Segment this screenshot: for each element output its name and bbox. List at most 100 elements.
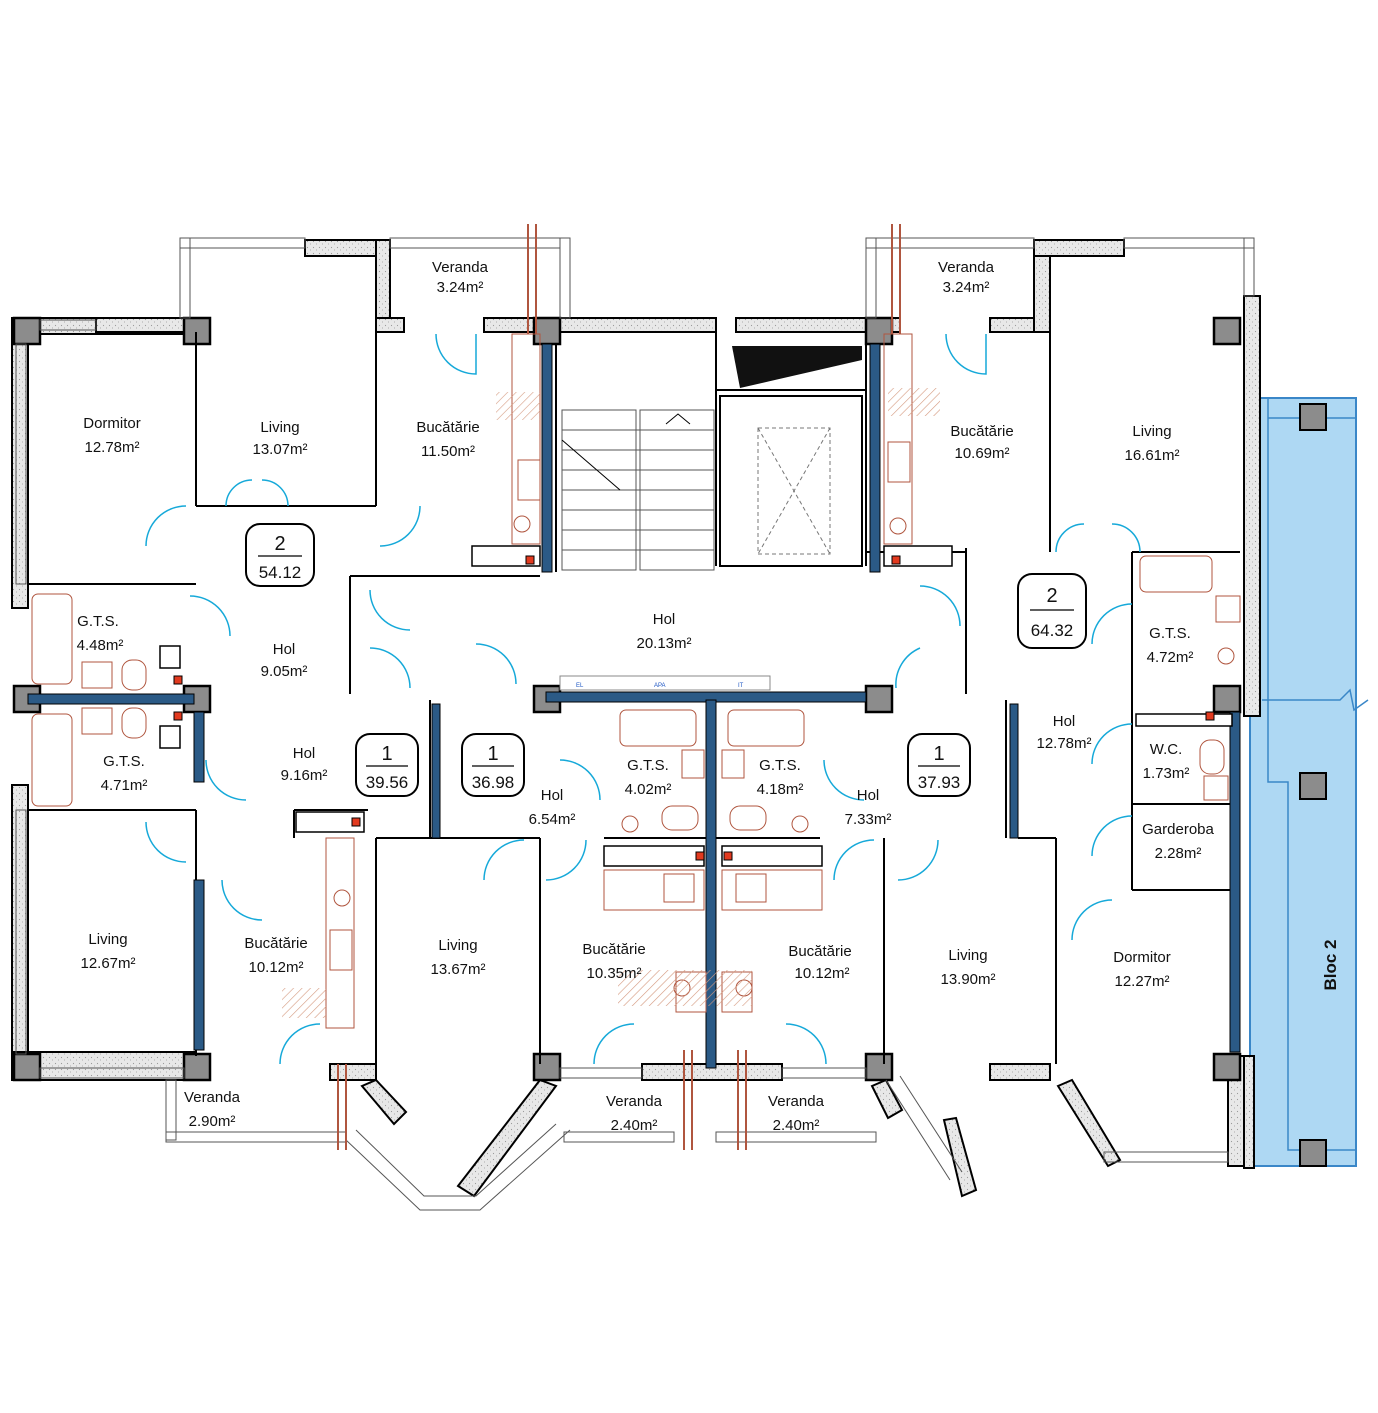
svg-text:7.33m²: 7.33m²	[845, 811, 892, 828]
bathtub	[31, 593, 73, 685]
svg-text:Dormitor: Dormitor	[83, 415, 141, 432]
svg-text:4.71m²: 4.71m²	[101, 777, 148, 794]
interior-walls	[28, 332, 1240, 1064]
insulation-walls	[27, 343, 1241, 1069]
wall	[95, 317, 197, 333]
svg-text:64.32: 64.32	[1031, 621, 1074, 640]
columns	[12, 316, 1242, 1082]
svg-text:10.35m²: 10.35m²	[586, 965, 641, 982]
svg-text:3.24m²: 3.24m²	[943, 279, 990, 296]
column	[1212, 1052, 1242, 1082]
fixtures	[31, 333, 1241, 1029]
bathtub	[727, 709, 805, 747]
svg-text:Veranda: Veranda	[184, 1089, 241, 1106]
toilet	[729, 805, 767, 831]
apartment-badge: 2 64.32	[1017, 573, 1087, 649]
bloc-2-column	[1299, 1139, 1327, 1167]
insulation	[705, 699, 717, 1069]
svg-text:10.12m²: 10.12m²	[248, 959, 303, 976]
sink	[1203, 775, 1229, 801]
svg-text:Bucătărie: Bucătărie	[788, 943, 851, 960]
apartment-badges: 2 54.12 2 64.32 1 39.56 1 36.98 1 37.93	[245, 523, 1087, 797]
svg-text:10.12m²: 10.12m²	[794, 965, 849, 982]
column	[864, 684, 894, 714]
svg-text:Hol: Hol	[541, 787, 564, 804]
room-living: Living 12.67m²	[80, 931, 135, 972]
break-line	[1262, 688, 1369, 712]
utility-apa-label: APA	[654, 683, 666, 689]
svg-text:54.12: 54.12	[259, 563, 302, 582]
wall	[1243, 1055, 1255, 1169]
svg-text:12.78m²: 12.78m²	[84, 439, 139, 456]
svg-text:W.C.: W.C.	[1150, 741, 1183, 758]
svg-text:12.27m²: 12.27m²	[1114, 973, 1169, 990]
svg-text:Hol: Hol	[857, 787, 880, 804]
svg-text:2: 2	[274, 533, 285, 555]
sink	[81, 661, 113, 689]
svg-text:9.05m²: 9.05m²	[261, 663, 308, 680]
cooktop	[517, 459, 541, 501]
svg-text:G.T.S.: G.T.S.	[1149, 625, 1191, 642]
room-gts: G.T.S.4.18m²	[757, 757, 804, 798]
svg-text:1: 1	[933, 743, 944, 765]
walls	[11, 239, 1261, 1198]
wall	[555, 317, 717, 333]
cooktop	[663, 873, 695, 903]
bloc-2-column	[1299, 403, 1327, 431]
svg-text:12.67m²: 12.67m²	[80, 955, 135, 972]
sink	[681, 749, 705, 779]
windows	[15, 237, 1255, 1211]
wall	[1056, 1078, 1122, 1168]
room-gts: G.T.S.4.71m²	[101, 753, 148, 794]
insulation	[193, 711, 205, 783]
svg-text:4.02m²: 4.02m²	[625, 781, 672, 798]
wall	[360, 1078, 408, 1126]
column	[532, 316, 562, 346]
column	[864, 316, 894, 346]
svg-text:13.67m²: 13.67m²	[430, 961, 485, 978]
wall	[942, 1116, 978, 1198]
sink	[721, 749, 745, 779]
bathtub	[31, 713, 73, 807]
svg-text:3.24m²: 3.24m²	[437, 279, 484, 296]
svg-text:Bucătărie: Bucătărie	[416, 419, 479, 436]
svg-text:Hol: Hol	[1053, 713, 1076, 730]
svg-text:2.40m²: 2.40m²	[611, 1117, 658, 1134]
svg-text:4.18m²: 4.18m²	[757, 781, 804, 798]
insulation	[1009, 703, 1019, 839]
room-hol: Hol 9.16m²	[281, 745, 328, 784]
svg-text:Hol: Hol	[273, 641, 296, 658]
wall	[456, 1078, 558, 1198]
apartment-badge: 2 54.12	[245, 523, 315, 587]
sink	[81, 707, 113, 735]
room-bucatarie: Bucătărie 10.12m²	[788, 943, 851, 982]
apartment-badge: 1 37.93	[907, 733, 971, 797]
column	[532, 1052, 562, 1082]
svg-text:G.T.S.: G.T.S.	[627, 757, 669, 774]
doors	[145, 333, 1141, 1065]
appliances	[159, 545, 1233, 867]
staircase	[561, 409, 715, 571]
wall	[375, 317, 405, 333]
svg-text:Living: Living	[88, 931, 127, 948]
svg-text:13.07m²: 13.07m²	[252, 441, 307, 458]
counter	[511, 333, 541, 545]
svg-text:Hol: Hol	[293, 745, 316, 762]
svg-text:9.16m²: 9.16m²	[281, 767, 328, 784]
room-gts: G.T.S.4.48m²	[77, 613, 124, 654]
sink	[1215, 595, 1241, 623]
svg-text:39.56: 39.56	[366, 773, 409, 792]
room-gts: G.T.S.4.72m²	[1147, 625, 1194, 666]
svg-text:Bucătărie: Bucătărie	[950, 423, 1013, 440]
toilet	[121, 707, 147, 739]
room-hol: Hol 9.05m²	[261, 641, 308, 680]
counter	[721, 869, 823, 911]
insulation	[193, 879, 205, 1051]
insulation	[27, 693, 195, 705]
